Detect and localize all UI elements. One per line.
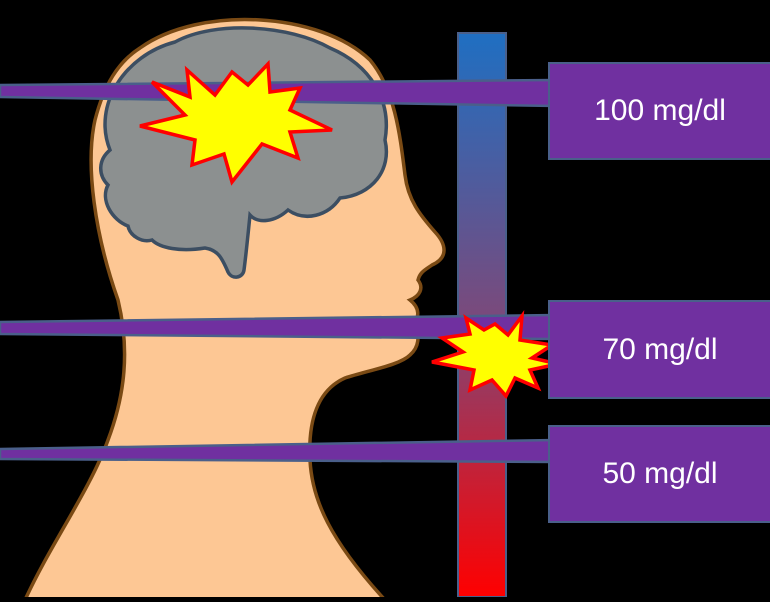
pointer-50 [0,440,555,462]
glucose-label-70: 70 mg/dl [548,300,770,399]
glucose-label-50: 50 mg/dl [548,425,770,523]
glucose-label-70-text: 70 mg/dl [602,333,717,367]
glucose-label-50-text: 50 mg/dl [602,457,717,491]
glucose-label-100: 100 mg/dl [548,62,770,160]
glucose-label-100-text: 100 mg/dl [594,94,726,128]
